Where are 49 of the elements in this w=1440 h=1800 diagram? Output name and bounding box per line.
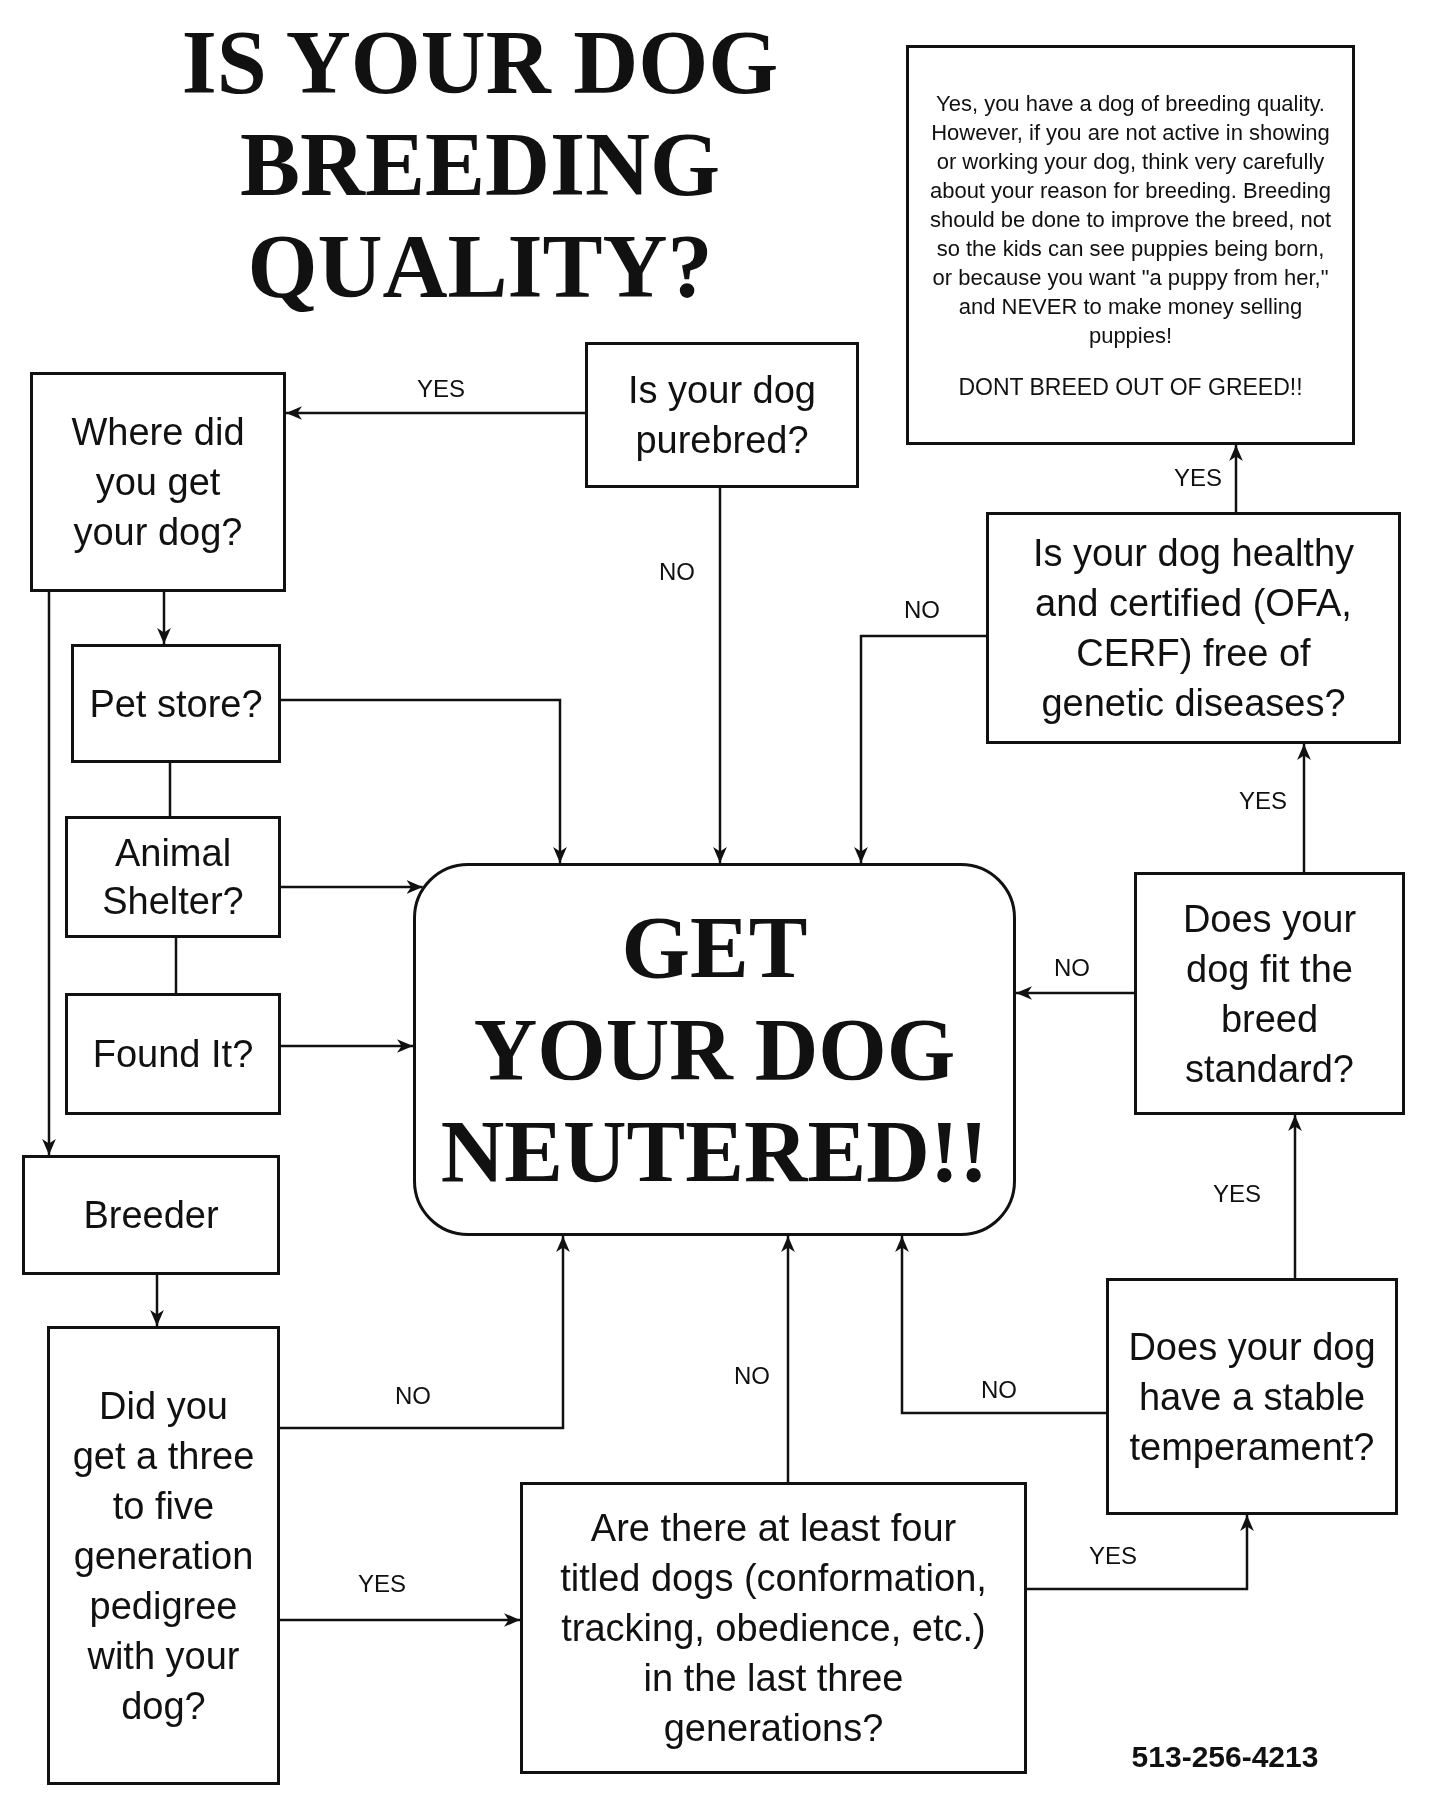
connector-line — [174, 938, 178, 993]
option-text: Breeder — [83, 1193, 219, 1238]
question-box — [1106, 1278, 1398, 1515]
connector-line — [168, 763, 172, 816]
arrow — [286, 406, 585, 420]
option-box — [65, 993, 281, 1115]
arrow — [854, 634, 986, 863]
advice-box — [906, 45, 1355, 445]
slogan-text: DONT BREED OUT OF GREED!! — [958, 372, 1303, 402]
question-box — [520, 1482, 1027, 1774]
option-box — [22, 1155, 280, 1275]
title: IS YOUR DOG BREEDING QUALITY? — [180, 12, 780, 318]
option-text: Pet store? — [89, 681, 263, 727]
arrow — [1027, 1515, 1254, 1591]
question-text: Is your dog healthy and certified (OFA, CERF) free of genetic diseases? — [1031, 531, 1356, 726]
arrow — [280, 1236, 570, 1430]
arrow — [150, 1275, 164, 1326]
question-box — [1134, 872, 1405, 1115]
option-box — [65, 816, 281, 938]
arrow — [281, 1039, 413, 1053]
option-text: Found It? — [92, 1032, 254, 1077]
arrow — [157, 592, 171, 644]
arrow — [281, 698, 567, 863]
question-box — [986, 512, 1401, 744]
question-text: Does your dog fit the breed standard? — [1181, 896, 1358, 1092]
arrow — [280, 1613, 520, 1627]
arrow — [42, 592, 56, 1155]
arrow — [713, 488, 727, 863]
outcome-box — [413, 863, 1016, 1236]
arrow — [1016, 986, 1134, 1000]
arrow — [281, 880, 423, 894]
question-box — [47, 1326, 280, 1785]
question-text: Where did you get your dog? — [70, 410, 246, 555]
question-text: Did you get a three to five generation pedigree with your dog? — [72, 1383, 255, 1729]
question-text: Is your dog purebred? — [627, 368, 817, 463]
arrow — [781, 1236, 795, 1482]
question-text: Are there at least four titled dogs (conformation, tracking, obedience, etc.) in the last three generations? — [559, 1506, 988, 1751]
question-box — [585, 342, 859, 488]
arrow — [895, 1236, 1106, 1415]
option-text: Animal Shelter? — [101, 831, 245, 924]
arrow — [1288, 1115, 1302, 1278]
option-box — [71, 644, 281, 763]
outcome-text: GET YOUR DOG NEUTERED!! — [440, 897, 989, 1202]
advice-text: Yes, you have a dog of breeding quality. However, if you are not active in showing or working your dog, think very carefully about your reason for breeding. Breeding should be done to improve the breed, not so the kids can see puppies being born, or because you want "a puppy from her," and NEVER to make money selling puppies! — [929, 89, 1332, 350]
question-box — [30, 372, 286, 592]
question-text: Does your dog have a stable temperament? — [1127, 1324, 1377, 1470]
phone-number: 513-256-4213 — [1131, 1739, 1319, 1775]
arrow — [1229, 445, 1243, 512]
arrow — [1297, 744, 1311, 872]
